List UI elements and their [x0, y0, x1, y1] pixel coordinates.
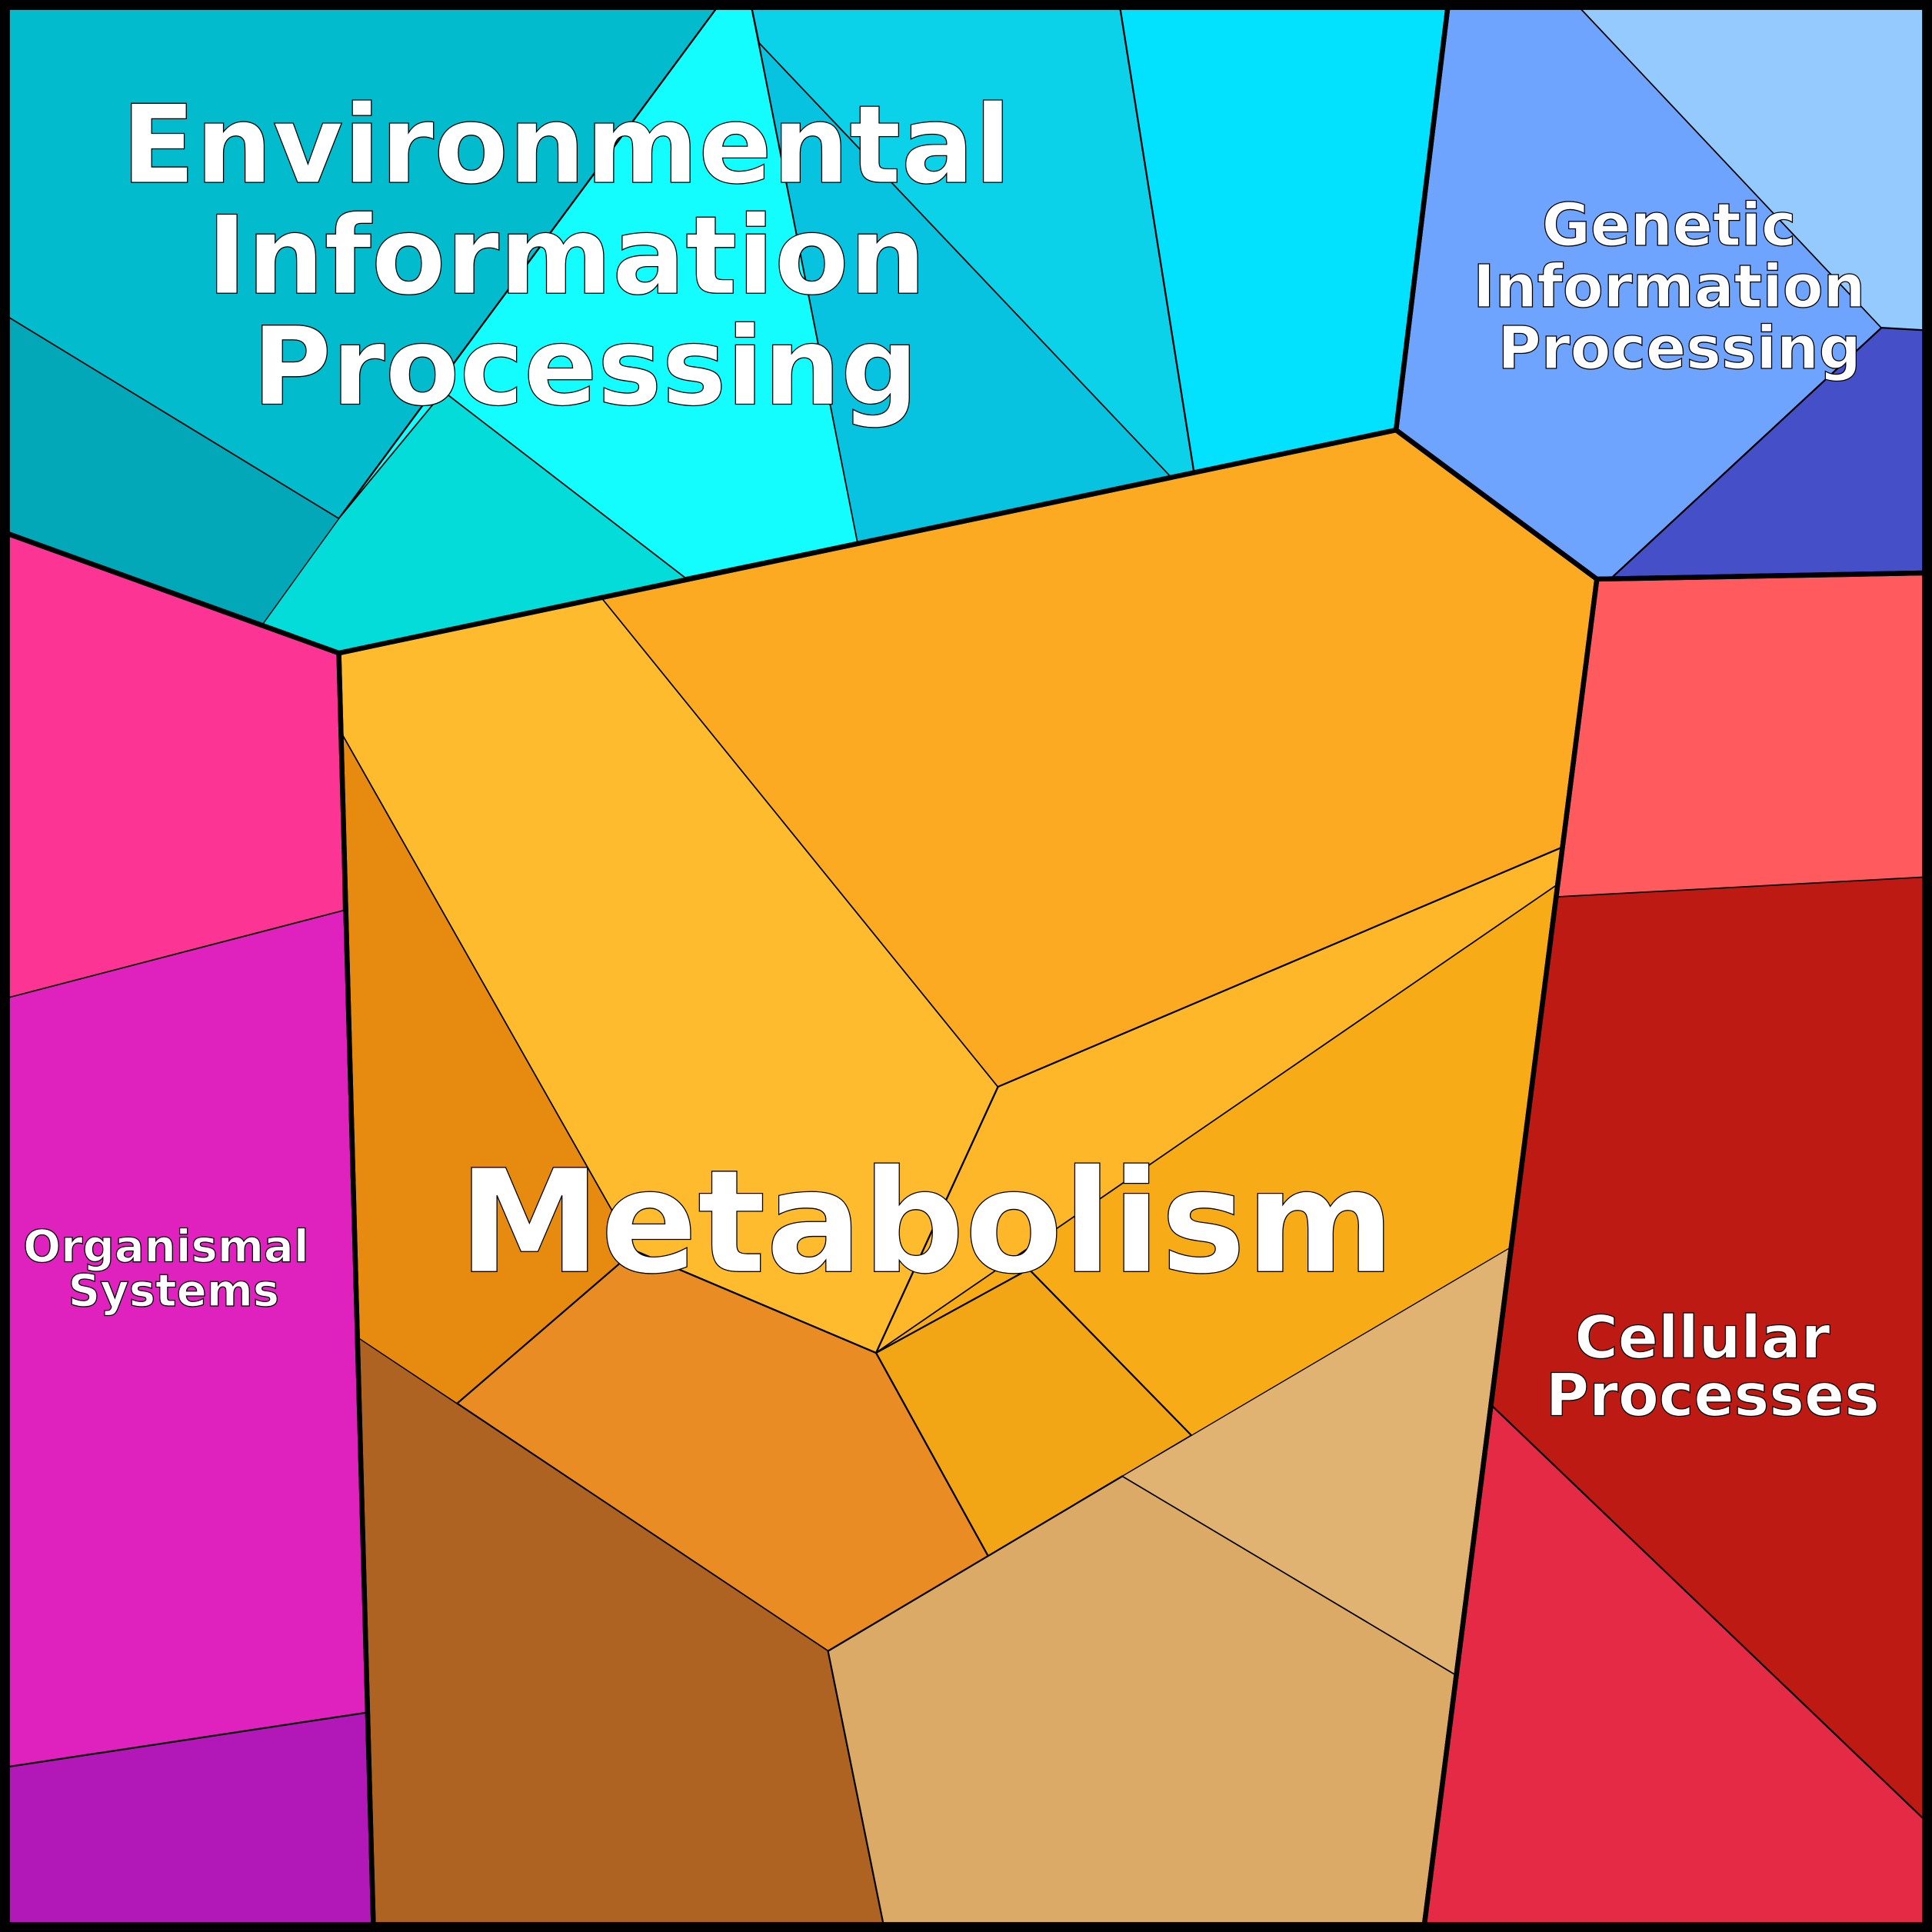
label-genetic: Genetic Information Processing [1473, 192, 1886, 383]
organismal-cell [6, 910, 367, 1767]
label-organismal: Organismal Systems [23, 1220, 325, 1317]
label-environmental: Environmental Information Processing [122, 82, 1049, 430]
cellular-cell [1556, 571, 1926, 898]
metabolism-region-outline [336, 427, 1600, 1927]
label-cellular: Cellular Processes [1546, 1304, 1880, 1430]
label-metabolism: Metabolism [458, 1139, 1395, 1305]
